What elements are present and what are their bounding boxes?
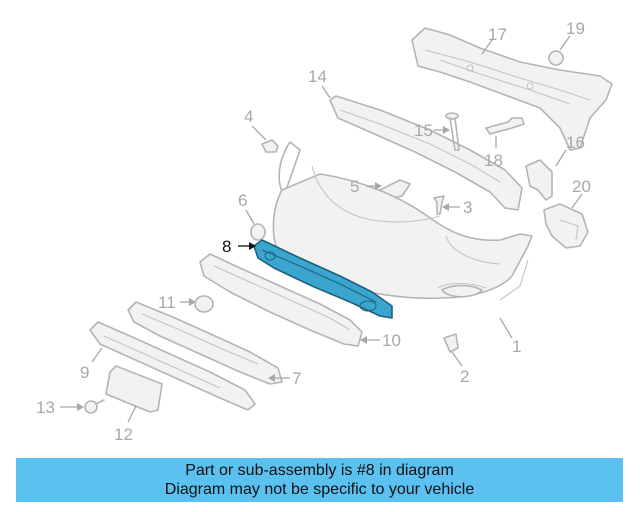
part-17-upper-bracket — [411, 27, 613, 151]
part-7-lower-grille — [127, 301, 283, 385]
part-9-trim-strip — [89, 321, 256, 411]
callout-19: 19 — [566, 19, 585, 38]
banner-line-1: Part or sub-assembly is #8 in diagram — [185, 462, 454, 479]
banner-line-2: Diagram may not be specific to your vehi… — [164, 481, 475, 498]
callout-10: 10 — [382, 331, 401, 350]
part-3-screw — [433, 195, 445, 215]
callout-20: 20 — [572, 177, 591, 196]
part-12-plate-bracket — [105, 365, 163, 413]
part-13-screw — [84, 399, 105, 414]
part-11-cap — [194, 295, 214, 313]
callout-4: 4 — [244, 107, 253, 126]
callout-15: 15 — [414, 121, 433, 140]
part-2-push-clip — [443, 333, 459, 353]
parts-diagram: 1 2 3 4 5 6 7 8 9 10 11 12 13 14 15 16 1… — [36, 19, 613, 444]
callout-5: 5 — [350, 177, 359, 196]
callout-13: 13 — [36, 398, 55, 417]
callout-16: 16 — [566, 133, 585, 152]
callout-11: 11 — [158, 293, 176, 312]
part-1-bumper-cover — [272, 141, 533, 301]
callout-9: 9 — [80, 363, 89, 382]
callout-18: 18 — [484, 151, 503, 170]
callout-12: 12 — [114, 425, 133, 444]
part-18-bolt — [485, 117, 525, 135]
callout-2: 2 — [460, 367, 469, 386]
part-6-grommet — [250, 223, 266, 241]
part-10-grille-carrier — [199, 253, 363, 347]
part-14-reinforcement — [329, 95, 523, 211]
callout-17: 17 — [488, 25, 507, 44]
callout-1: 1 — [512, 337, 521, 356]
part-15-pin — [445, 112, 460, 151]
part-20-sensor — [543, 203, 589, 249]
callout-6: 6 — [238, 191, 247, 210]
part-19-cap — [548, 50, 564, 66]
callout-3: 3 — [463, 198, 472, 217]
part-16-bracket — [525, 159, 553, 201]
part-4-clip — [261, 139, 279, 153]
part-8-highlighted — [253, 239, 393, 319]
info-banner: Part or sub-assembly is #8 in diagram Di… — [16, 458, 623, 502]
callout-7: 7 — [292, 369, 301, 388]
callout-14: 14 — [308, 67, 327, 86]
callout-8: 8 — [222, 237, 231, 256]
